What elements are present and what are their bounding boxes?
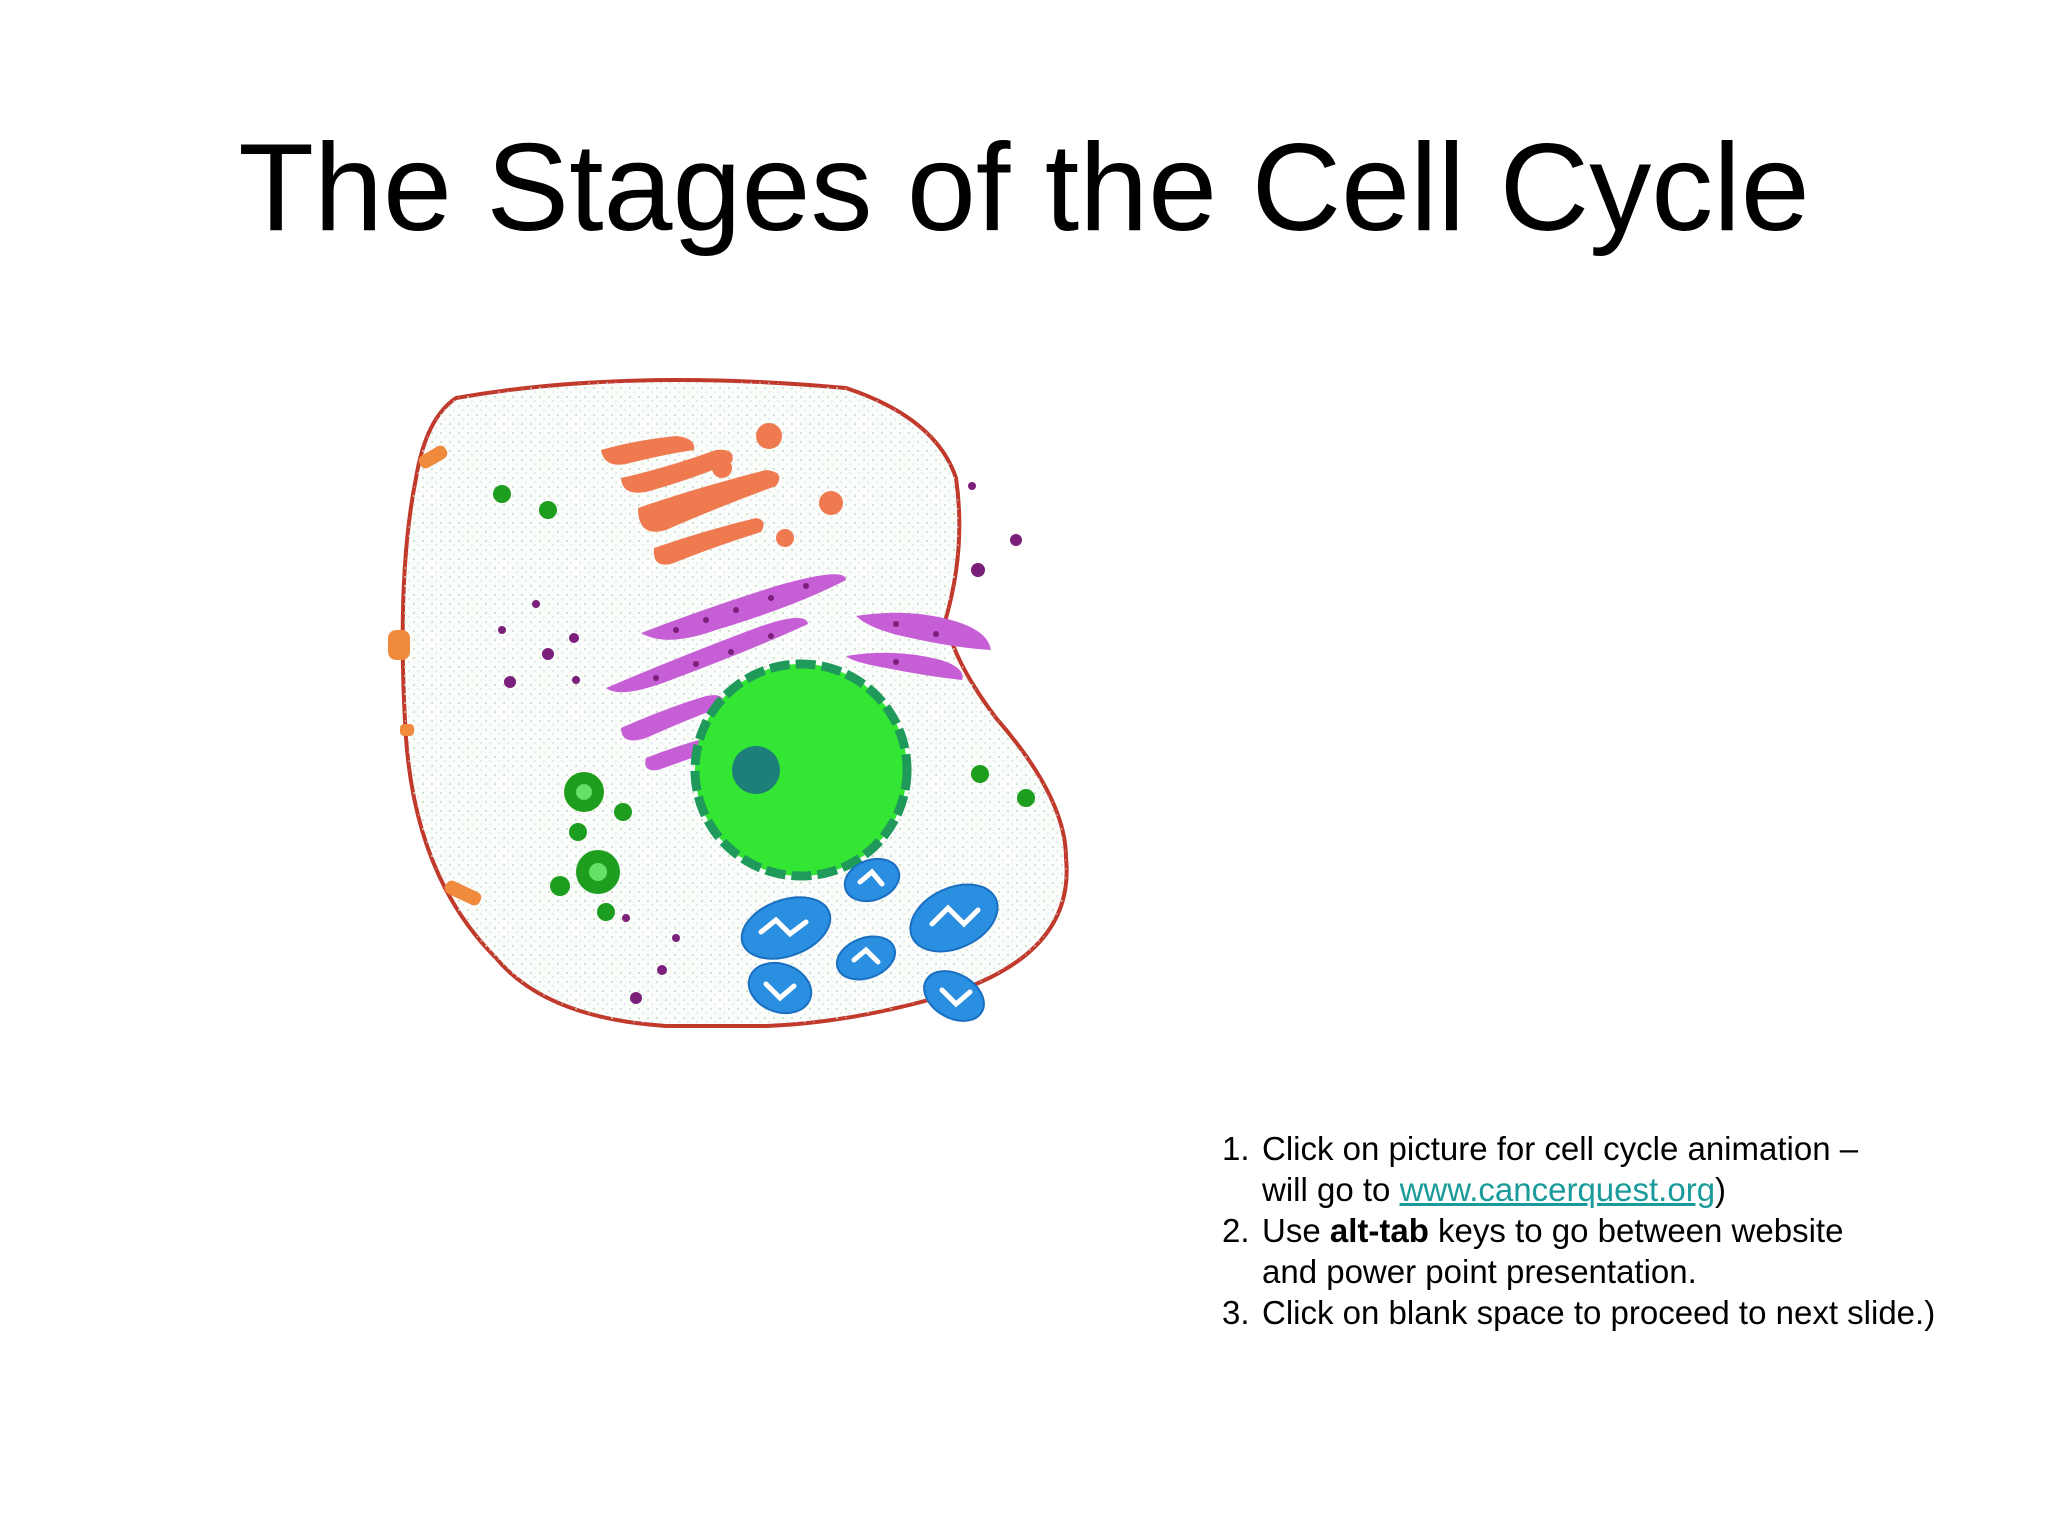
instruction-text: Click on picture for cell cycle animatio… — [1262, 1128, 2022, 1210]
instruction-text: Click on blank space to proceed to next … — [1262, 1294, 1936, 1331]
instruction-line: Use — [1262, 1212, 1330, 1249]
instruction-item-1: 1. Click on picture for cell cycle anima… — [1222, 1128, 2022, 1210]
instruction-line: Click on picture for cell cycle animatio… — [1262, 1130, 1859, 1167]
instruction-item-3: 3. Click on blank space to proceed to ne… — [1222, 1292, 2022, 1333]
instruction-number: 1. — [1222, 1130, 1250, 1167]
membrane-proteins — [388, 445, 482, 906]
slide-title: The Stages of the Cell Cycle — [238, 119, 1810, 257]
instruction-item-2: 2. Use alt-tab keys to go between websit… — [1222, 1210, 2022, 1292]
nucleolus — [732, 746, 780, 794]
vesicles — [498, 482, 1022, 1004]
cell-illustration — [388, 378, 1069, 1028]
instructions-list: 1. Click on picture for cell cycle anima… — [1222, 1128, 2022, 1333]
nucleus — [690, 659, 912, 881]
alt-tab-keys: alt-tab — [1329, 1212, 1429, 1249]
instruction-line-suffix: ) — [1715, 1171, 1727, 1208]
endoplasmic-reticulum — [606, 574, 991, 771]
instruction-number: 3. — [1222, 1294, 1250, 1331]
er-ribosomes — [653, 583, 939, 681]
green-organelle-centers — [576, 784, 607, 881]
mitochondria — [740, 857, 999, 1022]
instruction-line: and power point presentation. — [1262, 1253, 1697, 1290]
golgi-apparatus — [601, 423, 843, 565]
instruction-number: 2. — [1222, 1212, 1250, 1249]
instruction-line: keys to go between website — [1428, 1212, 1844, 1249]
instruction-line: will go to — [1262, 1171, 1400, 1208]
cancerquest-link[interactable]: www.cancerquest.org — [1399, 1171, 1716, 1208]
instruction-text: Use alt-tab keys to go between website a… — [1262, 1210, 2022, 1292]
mitochondria-cristae — [758, 868, 981, 1008]
cell-cycle-picture[interactable] — [376, 358, 1198, 1068]
